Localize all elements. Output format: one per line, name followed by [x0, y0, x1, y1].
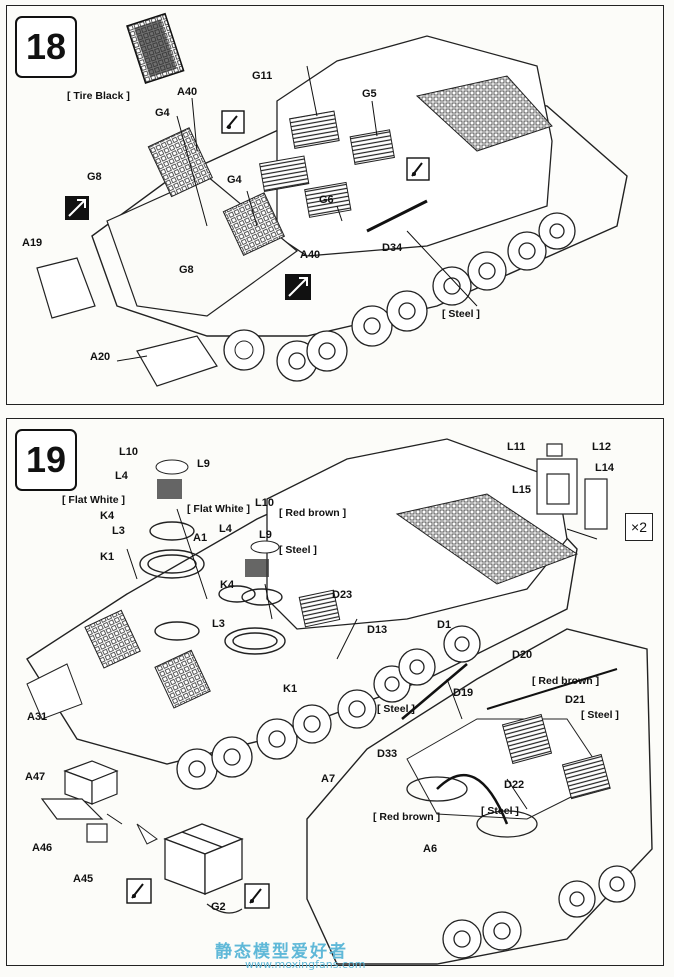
label-a20: A20 — [90, 351, 111, 363]
mesh-g4-mid — [222, 192, 286, 256]
hatch-lid-2 — [250, 540, 280, 554]
note-tire-black: [ Tire Black ] — [67, 90, 130, 102]
label-l12: L12 — [592, 441, 611, 453]
step-19-drawing — [26, 438, 653, 965]
label-g8-mid: G8 — [179, 264, 194, 276]
label-a47: A47 — [25, 771, 46, 783]
paint-swap-icon-2 — [285, 274, 311, 300]
paint-swap-icon-1 — [65, 196, 89, 220]
label-l14: L14 — [595, 462, 614, 474]
glue-icon-4 — [244, 883, 270, 909]
label-k4: K4 — [100, 510, 115, 522]
step-number-19: 19 — [15, 429, 77, 491]
step-number-18: 18 — [15, 16, 77, 78]
vent-right — [304, 181, 352, 218]
label-d13: D13 — [367, 624, 388, 636]
note-steel-1: [ Steel ] — [279, 544, 317, 556]
step-19-panel: 19 — [6, 418, 664, 966]
label-g8-left: G8 — [87, 171, 102, 183]
label-d21: D21 — [565, 694, 586, 706]
watermark-url: www.moxingfans.com — [245, 958, 366, 971]
fender-a19 — [36, 257, 96, 319]
label-a7: A7 — [321, 773, 336, 785]
label-g6: G6 — [319, 194, 334, 206]
vent-g5 — [349, 129, 395, 165]
engine-grid-19 — [395, 493, 579, 585]
note-steel-3: [ Steel ] — [377, 703, 415, 715]
fender-a20 — [136, 335, 218, 387]
label-l4b: L4 — [219, 523, 232, 535]
multiplier-badge: ×2 — [625, 513, 653, 541]
label-l10b: L10 — [255, 497, 274, 509]
note-red-brown-3: [ Red brown ] — [373, 811, 441, 823]
label-k1: K1 — [100, 551, 115, 563]
vent-left — [259, 155, 310, 192]
note-flat-white-2: [ Flat White ] — [187, 503, 250, 515]
step-18-drawing — [36, 12, 628, 387]
glue-icon-2 — [406, 157, 430, 181]
label-g4-top: G4 — [155, 107, 170, 119]
watermark-cn: 静态模型爱好者 — [215, 942, 348, 962]
label-d22: D22 — [504, 779, 525, 791]
track-link-part — [126, 12, 185, 85]
label-a40-top: A40 — [177, 86, 198, 98]
note-flat-white-1: [ Flat White ] — [62, 494, 125, 506]
label-a6: A6 — [423, 843, 438, 855]
hatch-lid-1 — [155, 459, 189, 475]
road-wheels-rear — [442, 865, 636, 959]
label-k4b: K4 — [220, 579, 235, 591]
label-a1: A1 — [193, 532, 208, 544]
label-l9: L9 — [197, 458, 210, 470]
label-d23: D23 — [332, 589, 353, 601]
label-a45: A45 — [73, 873, 94, 885]
label-l4: L4 — [115, 470, 128, 482]
hatch-ring-k1 — [139, 549, 205, 579]
step-18-panel: 18 — [6, 5, 664, 405]
label-l9b: L9 — [259, 529, 272, 541]
toolbox-a47 — [40, 760, 119, 843]
road-wheels-19 — [176, 625, 481, 790]
stowage-bracket — [536, 443, 608, 530]
note-steel: [ Steel ] — [442, 308, 480, 320]
label-d34: D34 — [382, 242, 403, 254]
label-a40-mid: A40 — [300, 249, 321, 261]
label-l15: L15 — [512, 484, 531, 496]
glue-icon-3 — [126, 878, 152, 904]
crate-g2 — [163, 823, 244, 895]
glue-icon-1 — [221, 110, 245, 134]
label-l3: L3 — [112, 525, 125, 537]
label-a19: A19 — [22, 237, 43, 249]
hatch-ring-l3 — [149, 521, 195, 541]
label-g2: G2 — [211, 901, 226, 913]
label-d1: D1 — [437, 619, 452, 631]
label-d19: D19 — [453, 687, 474, 699]
note-steel-2: [ Steel ] — [581, 709, 619, 721]
label-g5: G5 — [362, 88, 377, 100]
rod-d34 — [366, 199, 428, 233]
vent-g11 — [289, 110, 340, 149]
label-l11: L11 — [507, 441, 526, 453]
label-l10: L10 — [119, 446, 138, 458]
note-red-brown-2: [ Red brown ] — [532, 675, 600, 687]
note-red-brown-1: [ Red brown ] — [279, 507, 347, 519]
label-a46: A46 — [32, 842, 53, 854]
label-d33: D33 — [377, 748, 398, 760]
label-l3b: L3 — [212, 618, 225, 630]
label-d20: D20 — [512, 649, 533, 661]
note-steel-4: [ Steel ] — [481, 805, 519, 817]
label-g11: G11 — [252, 70, 273, 82]
hatch-ring-k1b — [224, 627, 286, 655]
road-wheels — [276, 212, 576, 382]
label-k1b: K1 — [283, 683, 298, 695]
label-a31: A31 — [27, 711, 48, 723]
engine-deck-grid — [415, 75, 553, 152]
label-g4-mid: G4 — [227, 174, 242, 186]
sprocket — [223, 329, 265, 371]
